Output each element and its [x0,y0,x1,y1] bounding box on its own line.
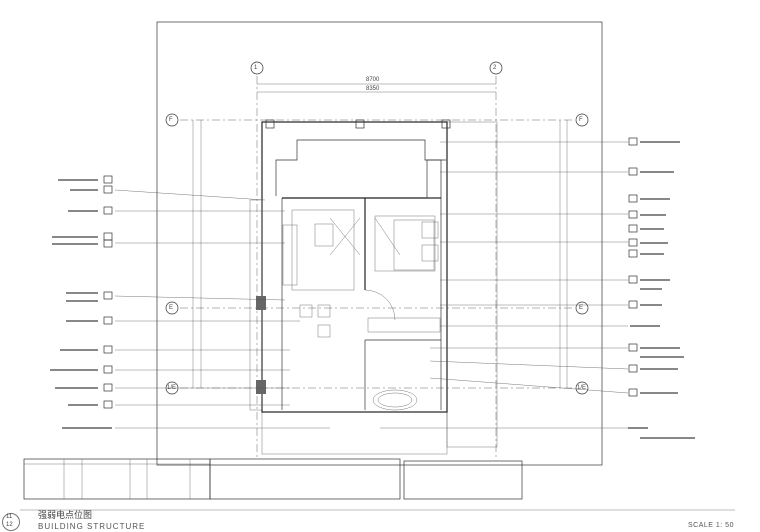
drawing-title-en: BUILDING STRUCTURE [38,522,146,531]
furniture [282,209,441,411]
hatched-wall-east [446,121,498,448]
dimension-outer: 8700 [366,77,380,83]
hatched-wall-south [261,411,448,455]
grid-label-row-e-right: E [579,305,584,311]
grid-label-row-e-left: E [169,305,174,311]
grid-label-row-1e-left: 1/E [167,385,177,391]
drawing-frame [156,21,603,466]
sheet-ref-bottom: 12 [6,522,13,528]
room-walls [249,119,451,413]
dimension-lines [192,83,568,388]
sheet-ref-top: 11 [6,514,13,520]
left-callouts [50,175,330,429]
legend-table [20,458,735,511]
grid-label-col-2: 2 [493,65,497,71]
grid-bubbles [165,61,589,395]
grid-label-row-f-right: F [579,117,583,123]
drawing-title-cn: 强弱电点位图 [38,511,93,521]
grid-label-row-f-left: F [169,117,173,123]
drawing-scale: SCALE 1: 50 [688,522,734,529]
grid-label-col-1: 1 [254,65,258,71]
grid-label-row-1e-right: 1/E [577,385,587,391]
dimension-inner: 8350 [366,86,380,92]
sheet-ref-bubble [2,513,20,531]
grid-lines [180,76,575,460]
right-callouts [380,137,695,439]
